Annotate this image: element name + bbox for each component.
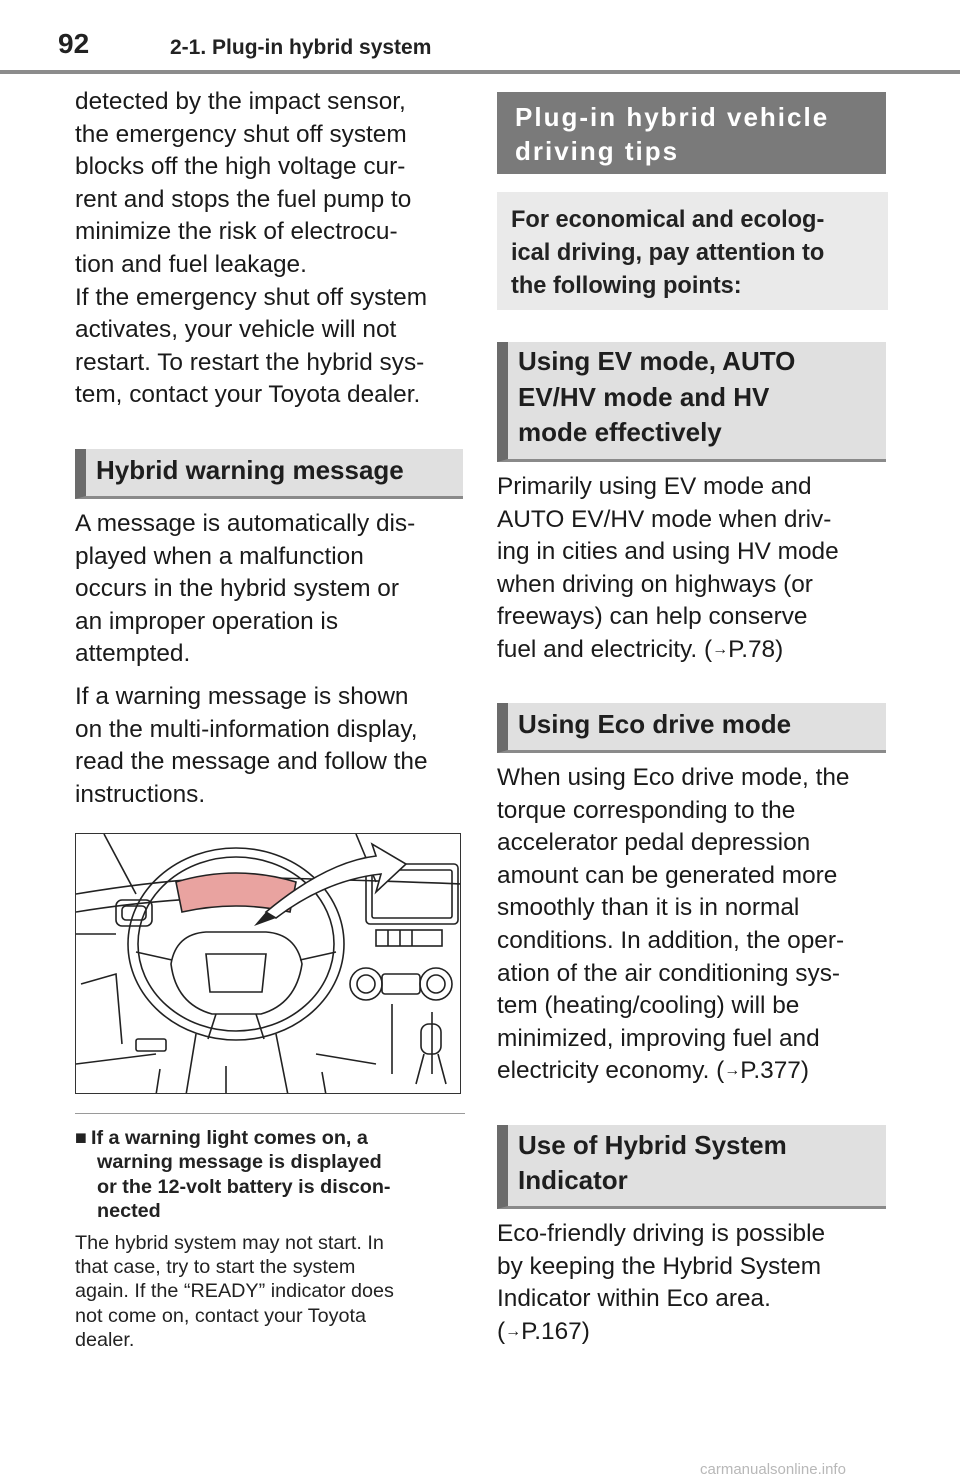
warning-paragraph-2: If a warning message is shown on the mul… xyxy=(75,681,467,811)
text-line: by keeping the Hybrid System xyxy=(497,1252,822,1280)
text-line: not come on, contact your Toyota xyxy=(75,1304,367,1327)
heading-line: Use of Hybrid System xyxy=(518,1130,787,1160)
heading-line: EV/HV mode and HV xyxy=(518,381,770,412)
text-line: an improper operation is xyxy=(75,607,339,635)
note-heading-line-1: ■If a warning light comes on, a xyxy=(75,1127,368,1149)
text-line: torque corresponding to the xyxy=(497,796,796,824)
heading-line: mode effectively xyxy=(518,417,722,447)
page-reference-link[interactable]: P.78) xyxy=(728,635,784,663)
heading-using-eco-drive-mode: Using Eco drive mode xyxy=(497,703,886,753)
heading-use-of-hybrid-system-indicator: Use of Hybrid System Indicator xyxy=(497,1125,886,1209)
text-line: When using Eco drive mode, the xyxy=(497,764,850,791)
text-line: The hybrid system may not start. In xyxy=(75,1232,384,1254)
page-header: 92 2-1. Plug-in hybrid system xyxy=(0,0,960,76)
note-heading: ■If a warning light comes on, a warning … xyxy=(75,1126,467,1224)
text-line: when driving on highways (or xyxy=(497,570,813,598)
arrow-right-icon: → xyxy=(712,640,729,658)
text-line: that case, try to start the system xyxy=(75,1256,356,1279)
text-line: the following points: xyxy=(511,273,742,299)
note-divider xyxy=(75,1113,465,1114)
text-line: AUTO EV/HV mode when driv- xyxy=(497,505,832,533)
text-line: instructions. xyxy=(75,780,206,808)
text-line: minimize the risk of electrocu- xyxy=(75,218,398,246)
header-rule xyxy=(0,70,960,74)
text-line: played when a malfunction xyxy=(75,542,364,570)
note-heading-line: or the 12-volt battery is discon- xyxy=(97,1175,391,1198)
driving-tips-intro: For economical and ecolog- ical driving,… xyxy=(497,192,888,310)
section-title: 2-1. Plug-in hybrid system xyxy=(170,36,432,59)
text-line: For economical and ecolog- xyxy=(511,207,825,233)
intro-paragraph: detected by the impact sensor, the emerg… xyxy=(75,86,467,412)
text-line: blocks off the high voltage cur- xyxy=(75,153,406,181)
text-line: smoothly than it is in normal xyxy=(497,894,800,922)
heading-text: Hybrid warning message xyxy=(96,455,404,485)
text-line: tem (heating/cooling) will be xyxy=(497,992,800,1020)
text-line: freeways) can help conserve xyxy=(497,603,808,631)
text-line-with-ref: fuel and electricity. (→P.78) xyxy=(497,635,784,663)
text-line: tion and fuel leakage. xyxy=(75,250,307,278)
text-line: attempted. xyxy=(75,640,191,668)
text-line: restart. To restart the hybrid sys- xyxy=(75,348,425,376)
text-line: read the message and follow the xyxy=(75,748,428,776)
page-reference-link[interactable]: P.167) xyxy=(521,1317,590,1345)
text-line: Indicator within Eco area. xyxy=(497,1285,771,1313)
text-line-with-ref: (→P.167) xyxy=(497,1317,590,1345)
text-line: rent and stops the fuel pump to xyxy=(75,185,412,213)
text-line: the emergency shut off system xyxy=(75,120,407,148)
warning-paragraph-1: A message is automatically dis- played w… xyxy=(75,508,467,671)
text-line: conditions. In addition, the oper- xyxy=(497,926,845,954)
heading-hybrid-warning-message: Hybrid warning message xyxy=(75,449,463,499)
heading-line: Plug-in hybrid vehicle xyxy=(515,102,830,132)
steering-wheel-dashboard-image xyxy=(76,834,460,1093)
text-line: ation of the air conditioning sys- xyxy=(497,959,841,987)
indicator-paragraph: Eco-friendly driving is possible by keep… xyxy=(497,1218,889,1348)
text-line: amount can be generated more xyxy=(497,861,838,889)
heading-plug-in-hybrid-driving-tips: Plug-in hybrid vehicle driving tips xyxy=(497,92,886,174)
text-line: tem, contact your Toyota dealer. xyxy=(75,381,421,409)
ev-paragraph: Primarily using EV mode and AUTO EV/HV m… xyxy=(497,471,889,667)
text-line: dealer. xyxy=(75,1328,135,1351)
page-number: 92 xyxy=(58,28,90,59)
eco-paragraph: When using Eco drive mode, the torque co… xyxy=(497,762,889,1088)
text-line: ing in cities and using HV mode xyxy=(497,538,839,566)
page-reference-link[interactable]: P.377) xyxy=(740,1057,809,1085)
heading-using-ev-mode: Using EV mode, AUTO EV/HV mode and HV mo… xyxy=(497,342,886,462)
note-body: The hybrid system may not start. In that… xyxy=(75,1231,467,1352)
note-heading-line: warning message is displayed xyxy=(97,1151,382,1174)
square-bullet-icon: ■ xyxy=(75,1127,87,1149)
note-heading-line: nected xyxy=(97,1200,161,1223)
arrow-right-icon: → xyxy=(505,1322,522,1340)
text-line: If a warning message is shown xyxy=(75,683,409,710)
arrow-right-icon: → xyxy=(724,1062,741,1080)
heading-line: Indicator xyxy=(518,1165,628,1195)
text-line: A message is automatically dis- xyxy=(75,510,416,537)
heading-line: driving tips xyxy=(515,136,680,166)
heading-text: Using Eco drive mode xyxy=(518,709,792,739)
text-line: Eco-friendly driving is possible xyxy=(497,1220,826,1247)
text-line-with-ref: electricity economy. (→P.377) xyxy=(497,1057,809,1085)
text-line: occurs in the hybrid system or xyxy=(75,575,399,603)
dashboard-illustration xyxy=(75,833,461,1094)
watermark: carmanualsonline.info xyxy=(700,1461,846,1478)
text-line: activates, your vehicle will not xyxy=(75,316,397,344)
heading-line: Using EV mode, AUTO xyxy=(518,346,796,376)
text-line: detected by the impact sensor, xyxy=(75,88,406,115)
text-line: Primarily using EV mode and xyxy=(497,473,812,500)
text-line: on the multi-information display, xyxy=(75,715,418,743)
text-line: If the emergency shut off system xyxy=(75,283,428,311)
text-line: again. If the “READY” indicator does xyxy=(75,1280,394,1303)
text-line: accelerator pedal depression xyxy=(497,829,811,857)
text-line: ical driving, pay attention to xyxy=(511,240,825,266)
text-line: minimized, improving fuel and xyxy=(497,1024,820,1052)
